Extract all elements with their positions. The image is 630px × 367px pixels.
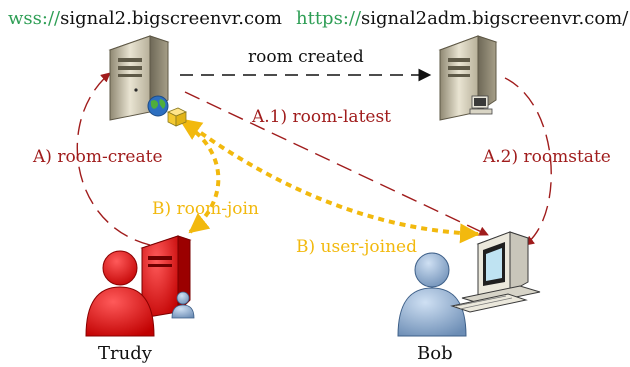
user-joined-arrow bbox=[181, 118, 480, 244]
admin-server-url: https://signal2adm.bigscreenvr.com/ bbox=[296, 8, 629, 29]
signal-server-icon bbox=[108, 35, 187, 127]
trudy-icon bbox=[85, 235, 195, 337]
room-created-label: room created bbox=[248, 47, 364, 67]
roomstate-arrow bbox=[504, 77, 552, 246]
room-latest-label: A.1) room-latest bbox=[251, 107, 391, 127]
bob-label: Bob bbox=[417, 343, 453, 364]
admin-server-icon bbox=[438, 35, 498, 121]
room-create-arrow bbox=[76, 72, 151, 246]
bob-icon bbox=[397, 252, 467, 337]
room-join-label: B) room-join bbox=[152, 199, 259, 219]
room-create-label: A) room-create bbox=[32, 147, 163, 167]
bob-computer-icon bbox=[450, 231, 541, 313]
roomstate-label: A.2) roomstate bbox=[482, 147, 611, 167]
signal-server-url: wss://signal2.bigscreenvr.com bbox=[8, 8, 282, 29]
user-joined-label: B) user-joined bbox=[296, 237, 417, 257]
trudy-label: Trudy bbox=[98, 343, 153, 364]
